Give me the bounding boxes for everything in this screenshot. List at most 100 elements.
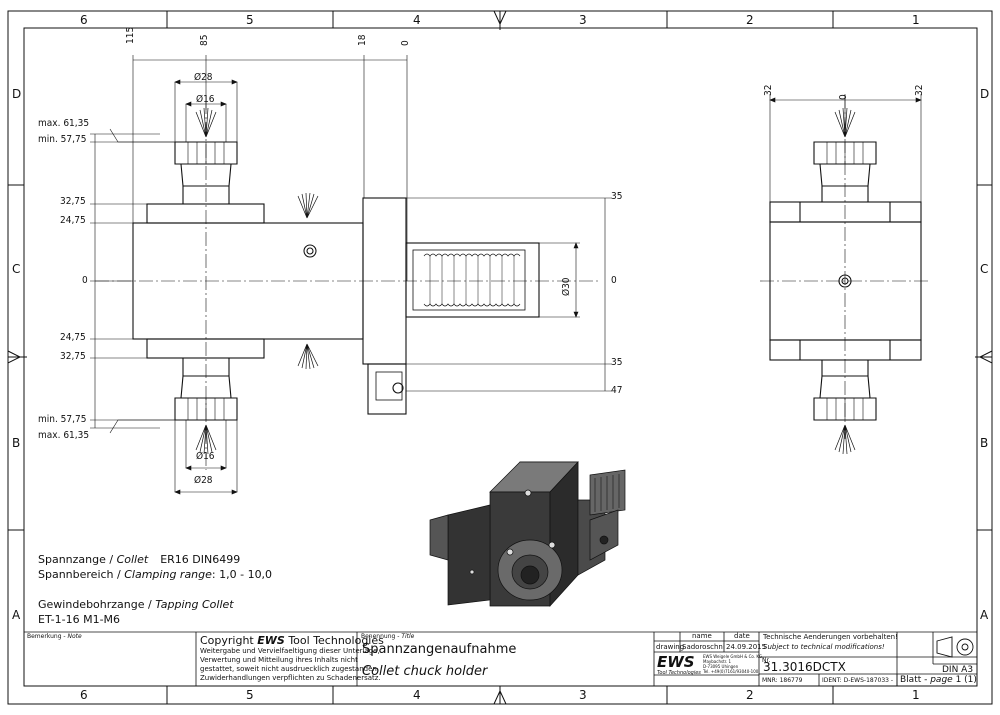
- sheet-label: Blatt - page 1 (1): [900, 676, 977, 685]
- paper-format: DIN A3: [942, 665, 974, 675]
- zone-row-d-right: D: [980, 87, 990, 101]
- zone-col-6-bottom: 6: [80, 688, 88, 702]
- note-tapping-value: ET-1-16 M1-M6: [38, 613, 121, 626]
- title-block-frame: [24, 631, 977, 686]
- dim-dia28-top: Ø28: [194, 72, 213, 83]
- drawing-date: 24.09.2015: [726, 643, 767, 651]
- dim-dia30: Ø30: [561, 277, 572, 296]
- note-clamping-value: : 1,0 - 10,0: [211, 568, 273, 581]
- zone-row-a: A: [12, 608, 21, 622]
- remark-label: Bemerkung - Note: [27, 634, 82, 640]
- note-collet-value: ER16 DIN6499: [160, 553, 241, 566]
- title-label-de: Benennung -: [361, 633, 402, 640]
- copyright-brand: EWS: [257, 634, 285, 647]
- copyright-prefix: Copyright: [200, 634, 258, 647]
- center-marks: [7, 10, 993, 705]
- zone-col-4-bottom: 4: [413, 688, 421, 702]
- drawing-name: Sadoroschni: [682, 643, 725, 651]
- dim-2475-top: 24,75: [60, 215, 86, 226]
- zone-row-c-right: C: [980, 262, 989, 276]
- zone-col-1-bottom: 1: [912, 688, 920, 702]
- copyright-suffix: Tool Technologies: [284, 634, 384, 647]
- zone-row-b-right: B: [980, 436, 989, 450]
- center-lines: [95, 95, 930, 470]
- dim-side-32-right: 32: [914, 84, 925, 96]
- col-name: name: [692, 632, 712, 640]
- copyright-line-1: Weitergabe und Vervielfaeltigung dieser …: [200, 647, 380, 655]
- dim-dia28-bottom: Ø28: [194, 475, 213, 486]
- note-tapping-en: Tapping Collet: [155, 598, 234, 611]
- dim-35-bottom: 35: [611, 357, 623, 368]
- copyright-heading: Copyright EWS Tool Technologies: [200, 635, 384, 646]
- dim-85: 85: [199, 34, 210, 46]
- zone-row-d: D: [12, 87, 22, 101]
- zone-col-4: 4: [413, 13, 421, 27]
- dim-dia16-bottom: Ø16: [196, 451, 215, 462]
- dim-3275-bottom: 32,75: [60, 351, 86, 362]
- zone-row-c: C: [12, 262, 21, 276]
- remark-label-en: Note: [67, 633, 82, 640]
- side-view: [769, 141, 922, 421]
- nr-label: Nr.: [762, 657, 771, 664]
- ews-logo-mark: [656, 654, 700, 672]
- isometric-view: [429, 461, 626, 607]
- dim-2475-bottom: 24,75: [60, 332, 86, 343]
- dim-side-0: 0: [838, 94, 849, 100]
- note-clamping-range: Spannbereich / Clamping range: 1,0 - 10,…: [38, 569, 272, 580]
- copyright-line-3: gestattet, soweit nicht ausdruecklich zu…: [200, 665, 380, 673]
- row-drawing: drawing: [656, 643, 685, 651]
- zone-col-6: 6: [80, 13, 88, 27]
- company-line-1: EWS Weigele GmbH & Co. KG: [703, 654, 763, 659]
- change-note-en: Subject to technical modifications!: [763, 643, 885, 651]
- zone-row-a-right: A: [980, 608, 989, 622]
- zone-col-2-bottom: 2: [746, 688, 754, 702]
- zone-col-3-bottom: 3: [579, 688, 587, 702]
- drawing-title-de: Spannzangenaufnahme: [362, 642, 517, 657]
- coolant-fans-front: [195, 107, 319, 455]
- copyright-line-2: Verwertung und Mitteilung ihres Inhalts …: [200, 656, 358, 664]
- side-dimensions: [769, 94, 922, 202]
- dim-max-bottom: max. 61,35: [38, 430, 90, 441]
- note-clamping-de: Spannbereich /: [38, 568, 125, 581]
- dim-0-top: 0: [400, 40, 411, 46]
- copyright-line-4: Zuwiderhandlungen verpflichten zu Schade…: [200, 674, 381, 682]
- company-line-4: Tel. +49(0)7161/93040-100: [703, 669, 759, 674]
- dim-0-left: 0: [82, 275, 88, 286]
- projection-symbol: [936, 636, 974, 658]
- note-collet-de: Spannzange /: [38, 553, 117, 566]
- zone-col-5-bottom: 5: [246, 688, 254, 702]
- part-number: 31.3016DCTX: [763, 660, 846, 674]
- dim-3275-top: 32,75: [60, 196, 86, 207]
- sheet-number: 1 (1): [955, 675, 977, 685]
- dim-0-right: 0: [611, 275, 617, 286]
- remark-label-de: Bemerkung -: [27, 633, 68, 640]
- zone-col-2: 2: [746, 13, 754, 27]
- note-collet: Spannzange / Collet ER16 DIN6499: [38, 554, 240, 565]
- title-label: Benennung - Title: [361, 634, 414, 640]
- dim-35-top: 35: [611, 191, 623, 202]
- dim-side-32-left: 32: [763, 84, 774, 96]
- front-dimensions: [90, 55, 612, 495]
- sheet-label-en: page: [930, 675, 953, 685]
- zone-row-b: B: [12, 436, 21, 450]
- note-tapping-collet: Gewindebohrzange / Tapping Collet: [38, 599, 234, 610]
- mnr: MNR: 186779: [762, 677, 803, 684]
- ews-logo-sub: Tool Technologies: [657, 670, 701, 676]
- dim-115: 115: [125, 26, 136, 44]
- dim-18: 18: [357, 34, 368, 46]
- title-label-en: Title: [401, 633, 415, 640]
- note-tapping-de: Gewindebohrzange /: [38, 598, 156, 611]
- ident: IDENT: D-EWS-187033 -: [822, 677, 894, 684]
- zone-col-3: 3: [579, 13, 587, 27]
- note-collet-en: Collet: [116, 553, 149, 566]
- dim-min-top: min. 57,75: [38, 134, 87, 145]
- dim-max-top: max. 61,35: [38, 118, 90, 129]
- change-note-de: Technische Aenderungen vorbehalten!: [763, 633, 898, 641]
- dim-dia16-top: Ø16: [196, 94, 215, 105]
- ews-logo: EWS: [657, 653, 695, 671]
- drawing-title-en: Collet chuck holder: [362, 664, 488, 679]
- sheet-label-de: Blatt -: [900, 675, 931, 685]
- col-date: date: [734, 632, 750, 640]
